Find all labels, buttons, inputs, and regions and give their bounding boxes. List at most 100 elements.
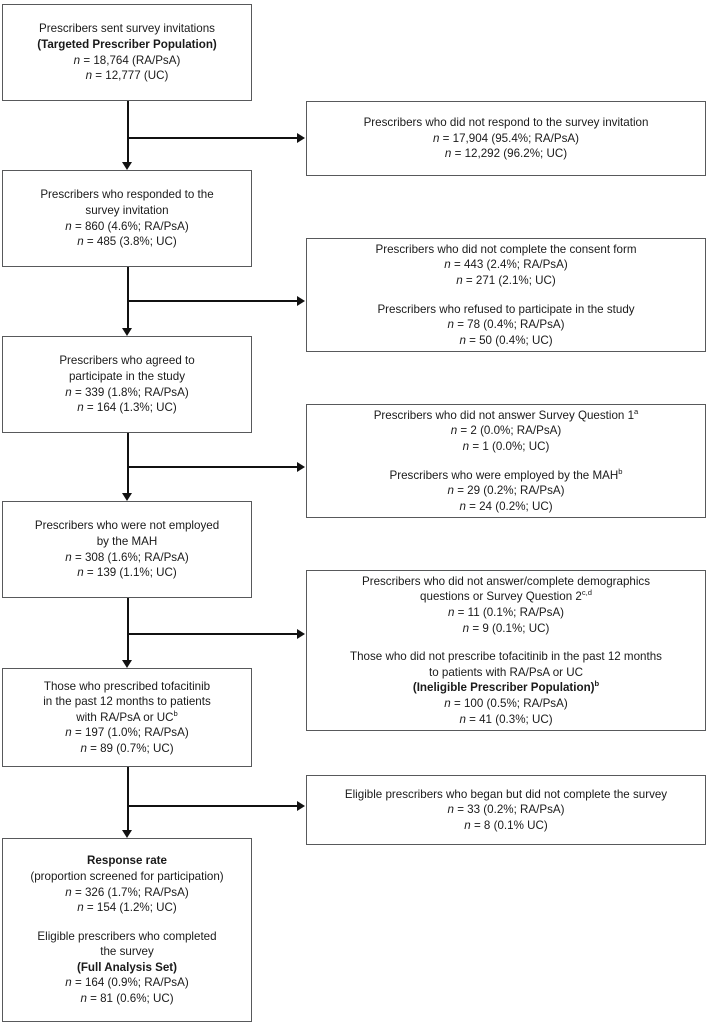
node-line-text: by the MAH <box>96 534 158 548</box>
node-targeted-prescriber-population: Prescribers sent survey invitations(Targ… <box>2 4 252 101</box>
node-text-block: Prescribers who did not answer/complete … <box>315 574 697 636</box>
n-italic-symbol: n <box>459 333 466 347</box>
node-line-text: Eligible prescribers who completed <box>37 929 217 943</box>
n-italic-symbol: n <box>65 726 72 740</box>
arrow-right-1 <box>297 133 305 143</box>
n-italic-symbol: n <box>450 424 458 438</box>
n-italic-symbol: n <box>444 147 452 161</box>
node-line-text: Eligible prescribers who began but did n… <box>344 787 668 801</box>
node-text-block: Prescribers sent survey invitations(Targ… <box>11 21 243 83</box>
node-did-not-respond: Prescribers who did not respond to the s… <box>306 101 706 176</box>
node-text-block: Prescribers who refused to participate i… <box>315 302 697 349</box>
connector-vertical-1 <box>127 101 129 163</box>
node-line-statistic: n = 18,764 (RA/PsA) <box>73 53 181 67</box>
n-italic-symbol: n <box>447 318 454 332</box>
node-line-statistic: n = 197 (1.0%; RA/PsA) <box>65 726 189 740</box>
node-line-text: Prescribers who refused to participate i… <box>377 302 635 316</box>
node-line-statistic: n = 50 (0.4%; UC) <box>459 333 553 347</box>
arrow-down-3 <box>122 493 132 501</box>
node-no-answer-q1-or-employed-by-mah: Prescribers who did not answer Survey Qu… <box>306 404 706 518</box>
n-italic-symbol: n <box>80 992 87 1006</box>
connector-branch-2 <box>127 300 297 302</box>
node-line-text: Those who did not prescribe tofacitinib … <box>350 650 662 664</box>
n-italic-symbol: n <box>462 439 470 453</box>
node-prescribed-tofacitinib: Those who prescribed tofacitinib in the p… <box>2 668 252 767</box>
node-line-text: Prescribers sent survey invitations <box>39 22 215 36</box>
arrow-right-3 <box>297 462 305 472</box>
connector-vertical-3 <box>127 433 129 494</box>
node-line-text: Prescribers who were employed by the MAH… <box>389 466 623 482</box>
node-line-text: in the past 12 months to patients <box>43 695 211 709</box>
node-line-text: Prescribers who did not complete the con… <box>375 242 637 256</box>
n-italic-symbol: n <box>65 885 72 899</box>
connector-vertical-2 <box>127 267 129 329</box>
node-text-block: Response rate(proportion screened for pa… <box>11 853 243 915</box>
connector-branch-3 <box>127 466 297 468</box>
node-line-statistic: n = 164 (0.9%; RA/PsA) <box>65 976 189 990</box>
node-line-emphasis: (Full Analysis Set) <box>76 960 178 974</box>
node-line-text: survey invitation <box>85 203 169 217</box>
n-italic-symbol: n <box>459 712 466 726</box>
arrow-down-1 <box>122 162 132 170</box>
node-text-block: Eligible prescribers who began but did n… <box>315 787 697 834</box>
node-line-statistic: n = 1 (0.0%; UC) <box>462 439 550 453</box>
node-line-text: to patients with RA/PsA or UC <box>428 665 583 679</box>
node-line-statistic: n = 326 (1.7%; RA/PsA) <box>65 885 189 899</box>
footnote-marker: c,d <box>581 588 592 598</box>
node-line-statistic: n = 8 (0.1% UC) <box>464 818 548 832</box>
node-line-text: (proportion screened for participation) <box>30 869 224 883</box>
n-italic-symbol: n <box>447 606 455 620</box>
node-line-text: Prescribers who did not answer Survey Qu… <box>373 406 639 422</box>
node-line-statistic: n = 33 (0.2%; RA/PsA) <box>447 803 565 817</box>
n-italic-symbol: n <box>459 499 466 513</box>
node-line-statistic: n = 17,904 (95.4%; RA/PsA) <box>433 131 579 145</box>
arrow-right-2 <box>297 296 305 306</box>
node-line-statistic: n = 12,292 (96.2%; UC) <box>444 147 568 161</box>
n-italic-symbol: n <box>85 69 93 83</box>
n-italic-symbol: n <box>77 566 84 580</box>
arrow-right-4 <box>297 629 305 639</box>
n-italic-symbol: n <box>456 273 463 287</box>
node-began-but-did-not-complete: Eligible prescribers who began but did n… <box>306 775 706 845</box>
footnote-marker: a <box>634 406 639 416</box>
arrow-down-2 <box>122 328 132 336</box>
n-italic-symbol: n <box>464 818 471 832</box>
node-line-statistic: n = 9 (0.1%; UC) <box>462 621 550 635</box>
node-text-block: Prescribers who did not complete the con… <box>315 242 697 289</box>
n-italic-symbol: n <box>444 696 451 710</box>
n-italic-symbol: n <box>77 235 84 249</box>
node-line-statistic: n = 271 (2.1%; UC) <box>456 273 556 287</box>
connector-branch-1 <box>127 137 297 139</box>
node-line-statistic: n = 308 (1.6%; RA/PsA) <box>65 550 189 564</box>
n-italic-symbol: n <box>73 53 81 67</box>
n-italic-symbol: n <box>65 219 72 233</box>
arrow-down-4 <box>122 660 132 668</box>
arrow-right-5 <box>297 801 305 811</box>
node-line-statistic: n = 29 (0.2%; RA/PsA) <box>447 484 565 498</box>
node-line-text: Prescribers who did not respond to the s… <box>363 116 649 130</box>
node-line-statistic: n = 339 (1.8%; RA/PsA) <box>65 385 189 399</box>
node-line-statistic: n = 24 (0.2%; UC) <box>459 499 553 513</box>
node-line-text: participate in the study <box>68 369 185 383</box>
node-text-block: Those who did not prescribe tofacitinib … <box>315 649 697 727</box>
footnote-marker: b <box>618 466 623 476</box>
node-line-statistic: n = 485 (3.8%; UC) <box>77 235 177 249</box>
node-line-text: Prescribers who were not employed <box>34 519 220 533</box>
footnote-marker: b <box>173 708 178 718</box>
connector-vertical-4 <box>127 598 129 661</box>
node-line-statistic: n = 100 (0.5%; RA/PsA) <box>444 696 568 710</box>
n-italic-symbol: n <box>433 131 440 145</box>
node-text-block: Prescribers who did not answer Survey Qu… <box>315 408 697 455</box>
connector-vertical-5 <box>127 767 129 831</box>
n-italic-symbol: n <box>65 976 72 990</box>
n-italic-symbol: n <box>80 741 87 755</box>
node-text-block: Prescribers who did not respond to the s… <box>315 115 697 162</box>
node-line-emphasis: (Targeted Prescriber Population) <box>37 37 217 51</box>
node-line-text: Those who prescribed tofacitinib <box>43 679 211 693</box>
n-italic-symbol: n <box>462 621 470 635</box>
node-text-block: Prescribers who were employed by the MAH… <box>315 466 697 515</box>
